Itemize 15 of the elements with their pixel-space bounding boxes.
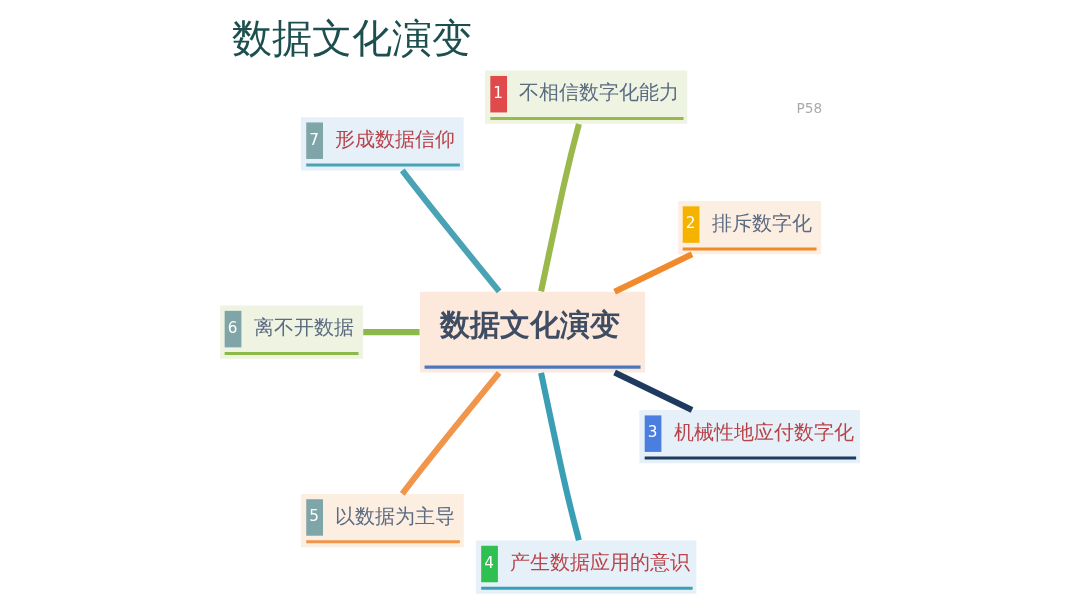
connector — [613, 369, 694, 413]
node-box: 2 排斥数字化 — [678, 201, 822, 255]
node-box: 数据文化演变 — [420, 291, 646, 373]
connector — [399, 168, 502, 294]
node-box: 5 以数据为主导 — [300, 493, 464, 548]
diagram-title: 数据文化演变 — [232, 15, 473, 62]
connector — [538, 123, 582, 293]
connector — [538, 372, 582, 541]
connector — [399, 371, 502, 496]
label: P58 — [796, 100, 823, 117]
node-box: 7 形成数据信仰 — [300, 117, 464, 171]
connector — [613, 251, 694, 295]
node-box: 4 产生数据应用的意识 — [475, 540, 697, 594]
connector — [363, 329, 420, 336]
node-box: 6 离不开数据 — [220, 305, 364, 359]
